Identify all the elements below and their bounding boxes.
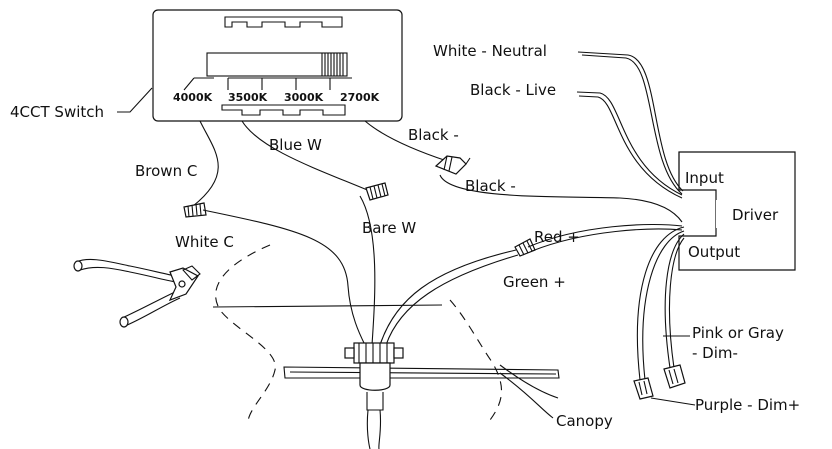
pink-gray-dim-wire: [664, 233, 685, 369]
switch-slider-track: [206, 52, 348, 77]
purple-dim-wire: [636, 226, 685, 381]
black-driver-label: Black -: [465, 177, 516, 195]
wire-nut-icon: [183, 202, 207, 218]
canopy-label: Canopy: [556, 412, 613, 430]
black-driver-wire: [439, 174, 683, 223]
switch-label: 4CCT Switch: [10, 103, 104, 121]
switch-slider-knob: [321, 53, 344, 76]
terminal-block: [353, 342, 395, 364]
white-wire-label: White C: [175, 233, 234, 251]
canopy: Canopy: [212, 244, 613, 449]
switch-bottom-rail: [221, 104, 346, 116]
wire-nut-icon: [514, 238, 536, 257]
driver-name: Driver: [732, 206, 779, 224]
input-wires: White - Neutral Black - Live: [433, 42, 684, 199]
dim-wires: Pink or Gray - Dim- Purple - Dim+: [636, 226, 800, 414]
cct-switch: 4000K 3500K 3000K 2700K 4CCT Switch: [10, 9, 403, 122]
white-neutral-wire: [577, 51, 684, 192]
brown-wire: [192, 120, 219, 207]
pink-gray-label-2: - Dim-: [692, 344, 738, 362]
switch-position-ticks: [183, 77, 352, 91]
switch-pos-2700k: 2700K: [340, 91, 380, 104]
white-wire: [202, 209, 366, 346]
red-wire: [385, 254, 519, 346]
green-wire: [379, 249, 517, 346]
blue-wire: [241, 120, 373, 193]
wire-nut-icon: [365, 182, 389, 201]
crimp-connector-icon: [663, 364, 686, 389]
bare-wire: [359, 195, 376, 346]
driver-output-label: Output: [688, 243, 740, 261]
canopy-stem: [359, 362, 391, 391]
switch-leader-line: [117, 87, 153, 113]
black-switch-label: Black -: [408, 126, 459, 144]
switch-top-rail: [224, 16, 343, 28]
switch-pos-4000k: 4000K: [173, 91, 213, 104]
fixture-wires: White C Bare W Red + Green +: [175, 195, 683, 346]
white-neutral-label: White - Neutral: [433, 42, 547, 60]
driver-input-label: Input: [685, 169, 724, 187]
driver: Input Driver Output: [678, 151, 796, 271]
bare-wire-label: Bare W: [362, 219, 416, 237]
switch-pos-3500k: 3500K: [228, 91, 268, 104]
crimp-connector-icon: [434, 155, 471, 175]
black-switch-wire: [364, 120, 448, 162]
switch-wires: Brown C Blue W Black - Black -: [135, 120, 683, 223]
cct-switch-housing: [152, 9, 403, 122]
green-wire-label: Green +: [503, 273, 566, 291]
blue-wire-label: Blue W: [269, 136, 322, 154]
wire-cutter-icon: [73, 258, 201, 328]
switch-pos-3000k: 3000K: [284, 91, 324, 104]
black-live-wire: [576, 91, 683, 196]
pink-gray-label-1: Pink or Gray: [692, 324, 784, 342]
crimp-connector-icon: [633, 377, 654, 400]
purple-label: Purple - Dim+: [695, 396, 800, 414]
black-live-label: Black - Live: [470, 81, 556, 99]
brown-wire-label: Brown C: [135, 162, 197, 180]
